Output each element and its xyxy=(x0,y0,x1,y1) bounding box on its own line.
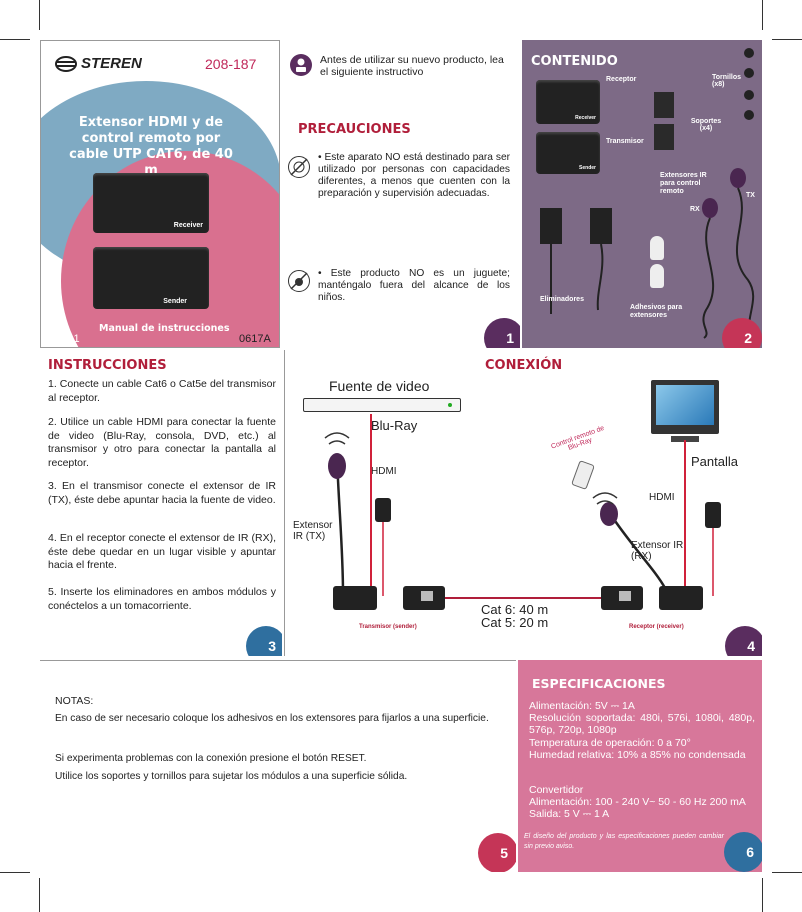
fuente-label: Fuente de video xyxy=(329,378,430,394)
pantalla-label: Pantalla xyxy=(691,454,738,469)
receptor-label: Receptor xyxy=(606,76,637,83)
crop-mark xyxy=(39,878,40,912)
power-led xyxy=(448,403,452,407)
contents-heading: CONTENIDO xyxy=(531,54,618,69)
disclaimer: El diseño del producto y las especificac… xyxy=(524,833,724,850)
spec-3: Temperatura de operación: 0 a 70° xyxy=(529,737,691,749)
model-number: 208-187 xyxy=(205,56,257,72)
warning-2: • Este producto NO es un juguete; mantén… xyxy=(318,268,510,303)
page-number: 2 xyxy=(722,318,762,348)
crop-mark xyxy=(762,878,763,912)
eliminadores-label: Eliminadores xyxy=(540,296,584,303)
step-5: 5. Inserte los eliminadores en ambos mód… xyxy=(48,586,276,612)
spec-2: Resolución soportada: 480i, 576i, 1080i,… xyxy=(529,712,755,736)
spec-7: Salida: 5 V ⎓ 1 A xyxy=(529,808,610,820)
transmisor-caption: Transmisor (sender) xyxy=(359,624,417,630)
note-3: Utilice los soportes y tornillos para su… xyxy=(55,771,408,782)
bracket-icon xyxy=(654,124,674,150)
cover-title: Extensor HDMI y de control remoto por ca… xyxy=(69,115,233,178)
precautions-heading: PRECAUCIONES xyxy=(298,122,411,137)
note-1: En caso de ser necesario coloque los adh… xyxy=(55,713,489,724)
spec-1: Alimentación: 5V ⎓ 1A xyxy=(529,700,635,712)
wiring-diagram xyxy=(324,414,721,610)
step-2: 2. Utilice un cable HDMI para conectar l… xyxy=(48,416,276,469)
crop-mark xyxy=(39,0,40,30)
hdmi-right-label: HDMI xyxy=(649,492,675,503)
steren-logo-icon xyxy=(55,55,77,72)
ext-tx-label: Extensor IR (TX) xyxy=(293,520,333,542)
tornillos-label: Tornillos (x8) xyxy=(712,74,742,88)
hdmi-left-label: HDMI xyxy=(371,466,397,477)
receptor-caption: Receptor (receiver) xyxy=(629,624,684,630)
instructions-heading: INSTRUCCIONES xyxy=(48,358,167,373)
crop-mark xyxy=(772,872,802,873)
tv-display xyxy=(656,385,714,425)
receiver-device: Receiver xyxy=(93,173,209,233)
cat5-label: Cat 5: 20 m xyxy=(481,615,549,630)
brand-name: STEREN xyxy=(81,55,142,72)
note-2: Si experimenta problemas con la conexión… xyxy=(55,753,367,764)
bracket-icon xyxy=(654,92,674,118)
power-adapter-icon xyxy=(540,208,612,314)
connection-panel: CONEXIÓN Fuente de video Blu-Ray HDMI Ex… xyxy=(284,350,762,656)
screws-icon xyxy=(744,48,754,120)
soportes-label: Soportes (x4) xyxy=(690,118,722,132)
version-label: V1.1 xyxy=(57,333,80,345)
steren-logo: STEREN xyxy=(55,55,142,72)
no-disability-icon xyxy=(288,156,310,178)
tv-stand xyxy=(671,436,699,442)
notes-panel: NOTAS: En caso de ser necesario coloque … xyxy=(40,660,516,872)
crop-mark xyxy=(762,0,763,30)
specs-heading: ESPECIFICACIONES xyxy=(532,676,666,691)
crop-mark xyxy=(0,872,30,873)
precautions-panel: Antes de utilizar su nuevo producto, lea… xyxy=(282,40,520,348)
receptor-device: Receiver xyxy=(536,80,600,124)
page-number: 4 xyxy=(725,626,762,656)
cover-panel: STEREN 208-187 Extensor HDMI y de contro… xyxy=(40,40,280,348)
contents-panel: CONTENIDO Receiver Receptor Sender Trans… xyxy=(522,40,762,348)
crop-mark xyxy=(0,39,30,40)
spec-6: Alimentación: 100 - 240 V~ 50 - 60 Hz 20… xyxy=(529,796,746,808)
page-number: 1 xyxy=(484,318,520,348)
step-1: 1. Conecte un cable Cat6 o Cat5e del tra… xyxy=(48,378,276,404)
spec-4: Humedad relativa: 10% a 85% no condensad… xyxy=(529,749,746,761)
reader-icon xyxy=(290,54,312,76)
spec-5: Convertidor xyxy=(529,784,584,796)
step-4: 4. En el receptor conecte el extensor de… xyxy=(48,532,276,571)
connection-heading: CONEXIÓN xyxy=(485,358,563,373)
no-toy-icon xyxy=(288,270,310,292)
instructions-panel: INSTRUCCIONES 1. Conecte un cable Cat6 o… xyxy=(40,350,282,656)
code-label: 0617A xyxy=(239,333,271,345)
step-3: 3. En el transmisor conecte el extensor … xyxy=(48,480,276,506)
transmisor-label: Transmisor xyxy=(606,138,644,145)
bluray-device xyxy=(303,398,461,412)
cat6-label: Cat 6: 40 m xyxy=(481,602,549,617)
page-number: 6 xyxy=(724,832,762,872)
adhesive-icon xyxy=(650,264,664,288)
adhesive-icon xyxy=(650,236,664,260)
specs-panel: ESPECIFICACIONES Alimentación: 5V ⎓ 1A R… xyxy=(518,660,762,872)
tx-label: TX xyxy=(746,192,755,199)
transmisor-device: Sender xyxy=(536,132,600,174)
rx-label: RX xyxy=(690,206,700,213)
warning-1: • Este aparato NO está destinado para se… xyxy=(318,152,510,199)
page-number: 5 xyxy=(478,833,516,872)
bluray-label: Blu-Ray xyxy=(371,418,418,433)
crop-mark xyxy=(772,39,802,40)
tv-screen xyxy=(651,380,719,434)
extensores-label: Extensores IR para control remoto xyxy=(660,172,707,195)
intro-text: Antes de utilizar su nuevo producto, lea… xyxy=(320,54,504,78)
sender-device: Sender xyxy=(93,247,209,309)
notes-title: NOTAS: xyxy=(55,695,94,707)
adhesivos-label: Adhesivos para extensores xyxy=(630,304,683,319)
manual-label: Manual de instrucciones xyxy=(99,323,230,334)
page-number: 3 xyxy=(246,626,282,656)
